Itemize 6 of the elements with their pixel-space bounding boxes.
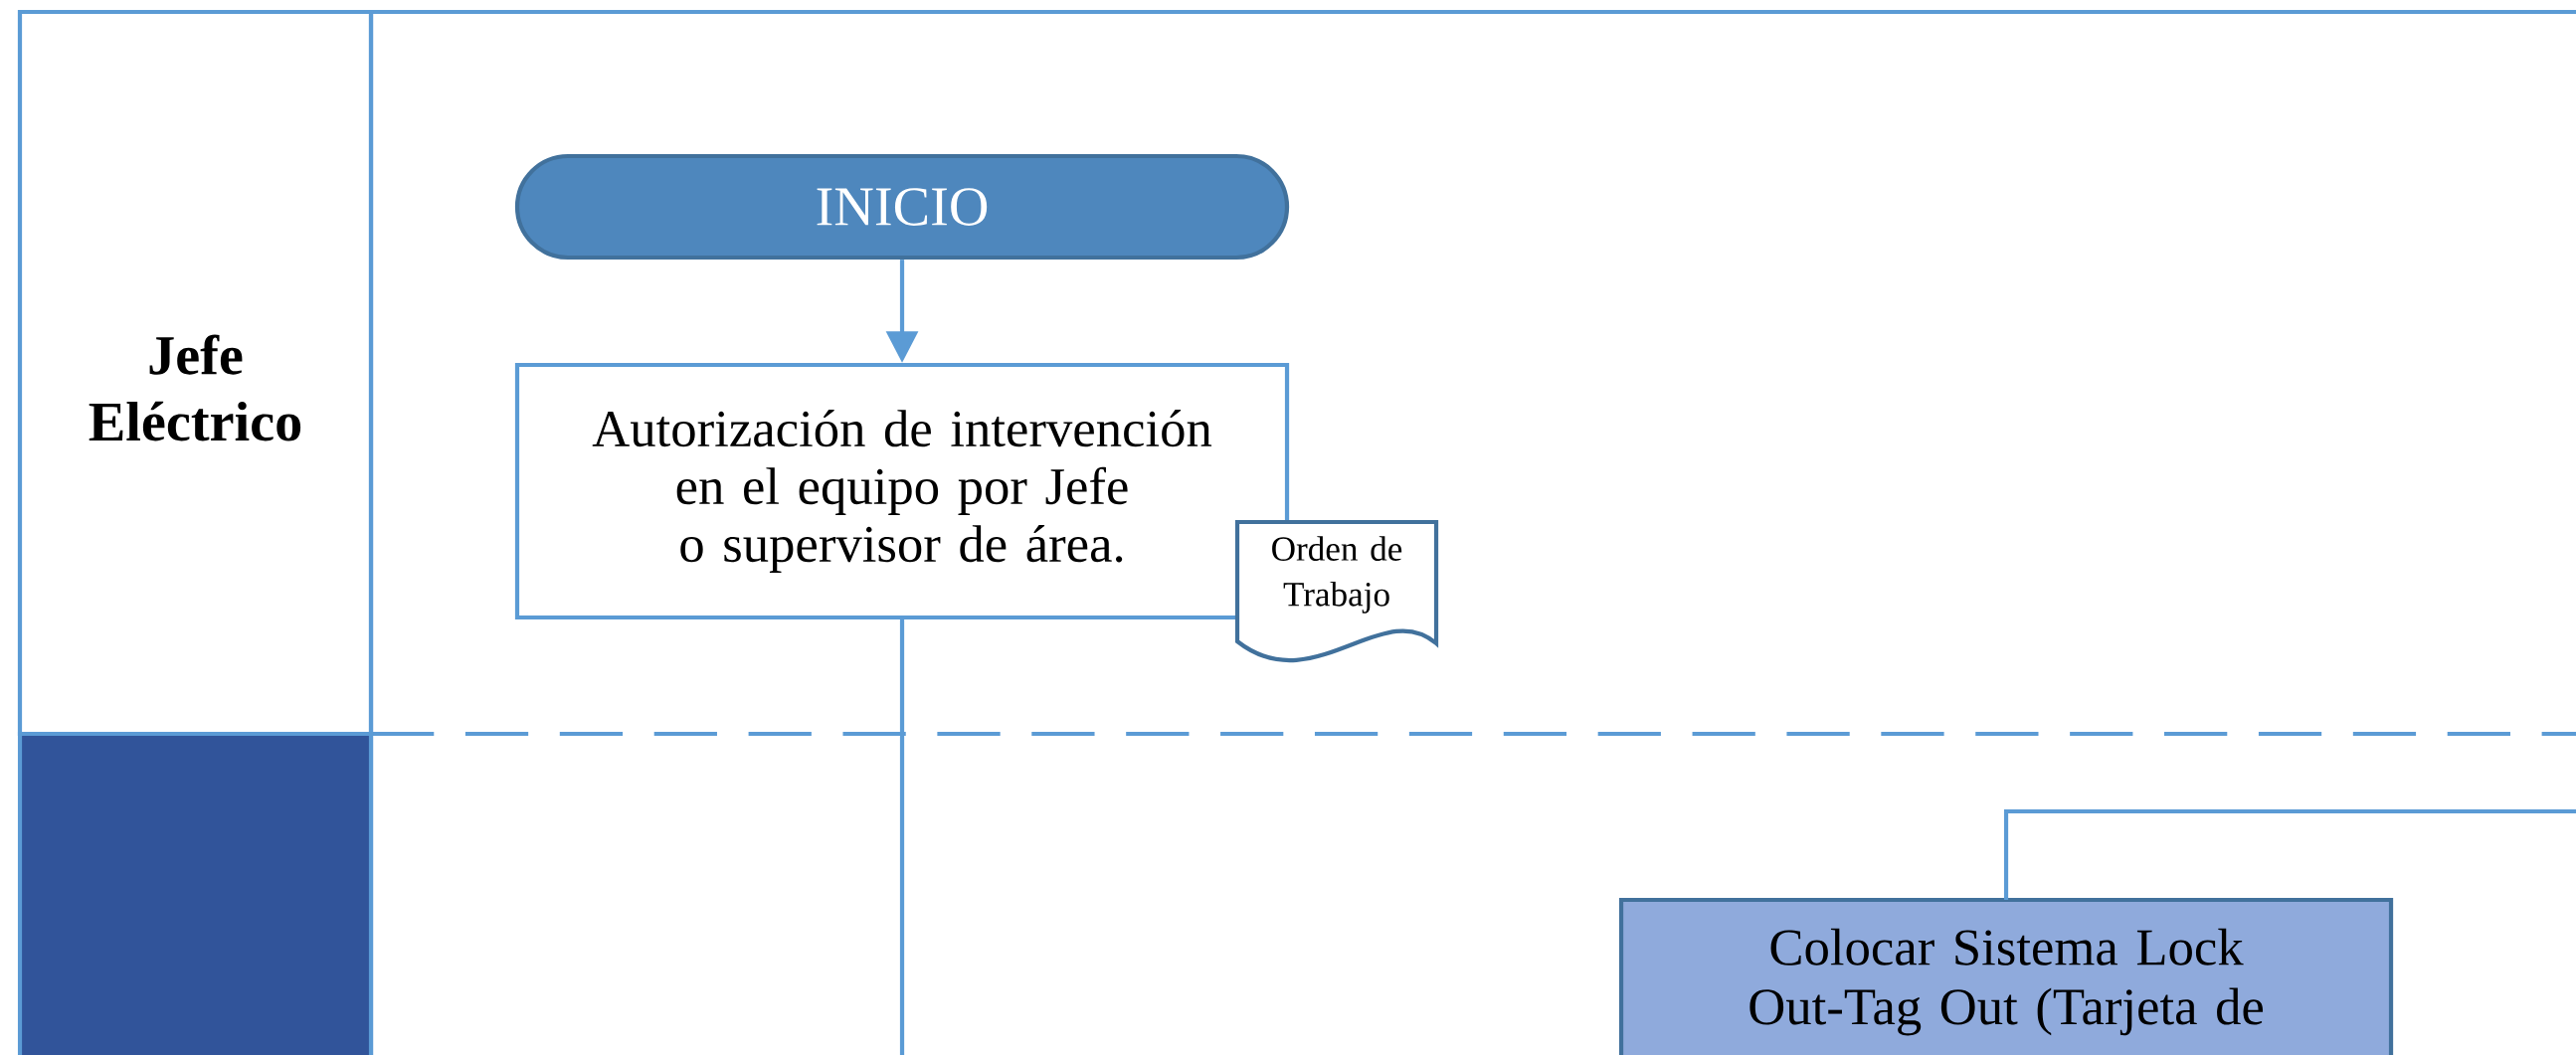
lane-header: Jefe Eléctrico bbox=[17, 9, 374, 737]
connector-line bbox=[2003, 808, 2576, 900]
lane-header bbox=[17, 731, 374, 1055]
process-box: Colocar Sistema Lock Out-Tag Out (Tarjeta de bbox=[1618, 897, 2394, 1055]
start-terminator: INICIO bbox=[514, 153, 1290, 261]
connector-line bbox=[899, 619, 905, 1055]
